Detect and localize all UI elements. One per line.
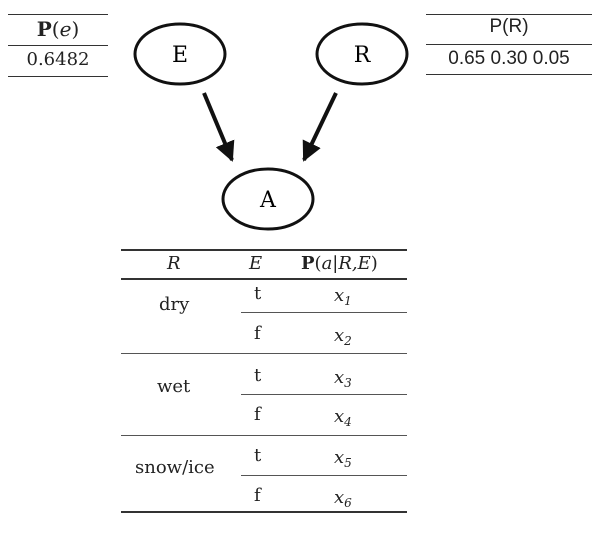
cpt-e-value: t — [254, 283, 262, 304]
cpt-r-value: dry — [159, 294, 190, 315]
cpt-r-value: snow/ice — [135, 457, 215, 478]
cpt-e-value: f — [254, 323, 261, 344]
node-a-label: A — [259, 188, 277, 213]
edge-e-to-a — [202, 92, 235, 162]
cpt-prob-value: x3 — [334, 367, 352, 390]
prior-e-header: P(e) — [36, 17, 80, 41]
prior-r-top-rule — [426, 14, 592, 15]
cpt-r-value: wet — [157, 376, 191, 397]
prior-r-header: P(R) — [489, 16, 529, 37]
cpt-row-rule — [241, 312, 407, 313]
prior-e-bottom-rule — [8, 76, 108, 77]
cpt-prob-value: x5 — [334, 447, 352, 470]
cpt-header-rule — [121, 278, 407, 280]
cpt-e-value: f — [254, 485, 261, 506]
edge-r-to-a — [302, 92, 338, 162]
cpt-e-value: t — [254, 365, 262, 386]
prior-e-top-rule — [8, 14, 108, 15]
cpt-table: R E P(a|R,E) dry t x1 f x2 wet t x3 f x4… — [121, 249, 407, 515]
cpt-row-rule — [241, 475, 407, 476]
cpt-prob-value: x6 — [334, 487, 352, 510]
node-a — [221, 167, 315, 231]
cpt-group-rule — [121, 435, 407, 436]
prior-r-values: 0.65 0.30 0.05 — [448, 48, 570, 69]
cpt-header-p: P(a|R,E) — [301, 253, 378, 274]
node-r — [315, 22, 409, 86]
cpt-header-r: R — [167, 253, 181, 274]
cpt-row-rule — [241, 394, 407, 395]
node-e-label: E — [172, 43, 188, 68]
cpt-top-rule — [121, 249, 407, 251]
prior-r-bottom-rule — [426, 74, 592, 75]
prior-e-mid-rule — [8, 45, 108, 46]
cpt-prob-value: x2 — [334, 325, 352, 348]
cpt-group-rule — [121, 353, 407, 354]
cpt-prob-value: x1 — [334, 285, 352, 308]
cpt-bottom-rule — [121, 511, 407, 513]
node-e — [133, 22, 227, 86]
cpt-header-e: E — [249, 253, 263, 274]
prior-e-value: 0.6482 — [26, 49, 90, 70]
cpt-e-value: f — [254, 404, 261, 425]
node-r-label: R — [354, 43, 372, 68]
cpt-prob-value: x4 — [334, 406, 352, 429]
cpt-e-value: t — [254, 445, 262, 466]
prior-r-mid-rule — [426, 44, 592, 45]
